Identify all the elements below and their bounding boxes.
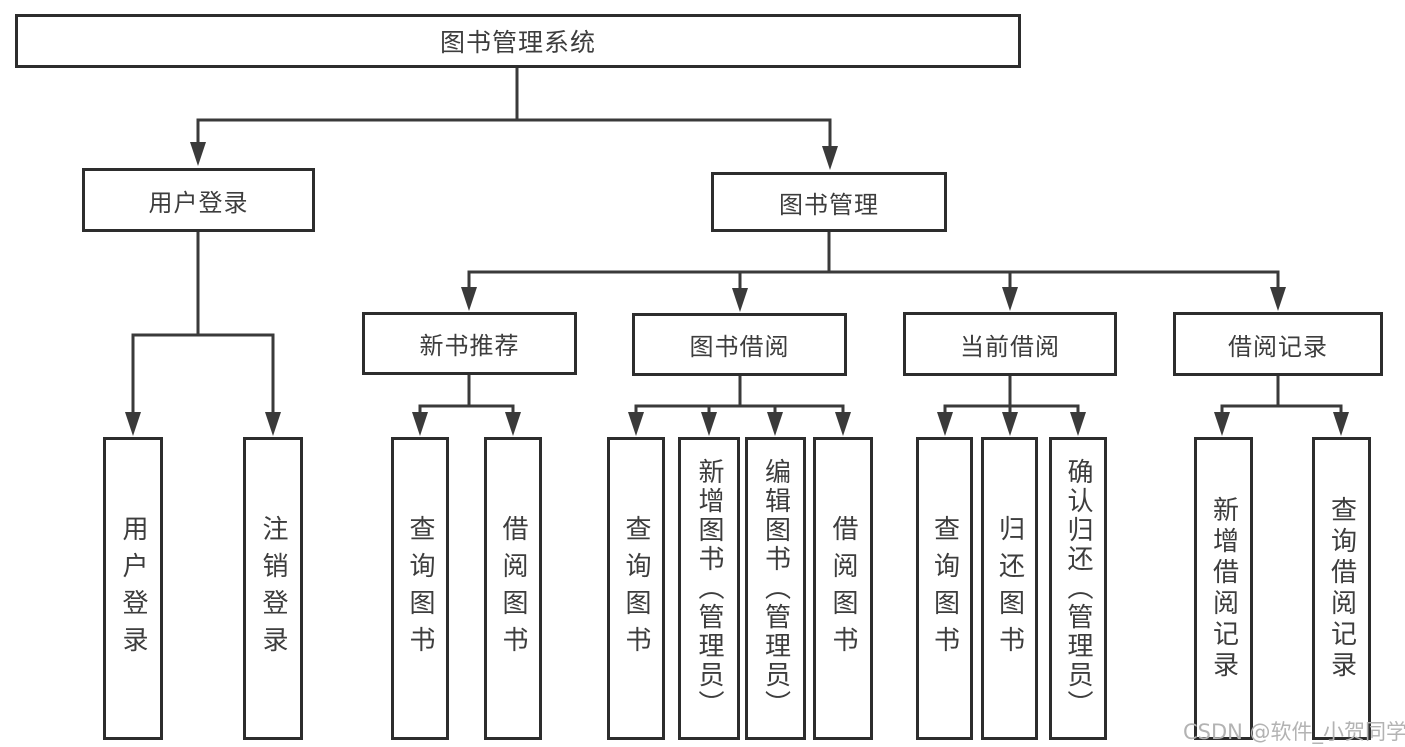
node-user-login-label: 用户登录 xyxy=(148,188,249,217)
leaf-borrow-books: 借阅图书 xyxy=(813,437,873,740)
node-book-borrow-label: 图书借阅 xyxy=(689,333,790,361)
leaf-query-books-current: 查询图书 xyxy=(916,437,973,740)
leaf-label: 新增图书（管理员） xyxy=(694,458,724,719)
leaf-label: 归还图书 xyxy=(994,514,1025,663)
leaf-confirm-return-admin: 确认归还（管理员） xyxy=(1049,437,1107,740)
leaf-label: 注销登录 xyxy=(258,514,288,663)
leaf-label: 借阅图书 xyxy=(828,514,858,663)
leaf-query-books-borrow: 查询图书 xyxy=(607,437,665,740)
leaf-return-books: 归还图书 xyxy=(981,437,1038,740)
leaf-label: 用户登录 xyxy=(118,514,148,663)
node-book-management: 图书管理 xyxy=(711,172,947,232)
node-book-management-label: 图书管理 xyxy=(779,190,879,219)
node-current-borrow: 当前借阅 xyxy=(903,312,1117,376)
watermark: CSDN @软件_小贺同学 xyxy=(1183,720,1405,744)
leaf-label: 确认归还（管理员） xyxy=(1063,458,1093,719)
leaf-label: 查询图书 xyxy=(621,514,651,663)
leaf-label: 编辑图书（管理员） xyxy=(760,458,791,719)
node-current-borrow-label: 当前借阅 xyxy=(960,332,1060,361)
leaf-label: 查询图书 xyxy=(929,514,960,663)
leaf-add-books-admin: 新增图书（管理员） xyxy=(678,437,740,740)
node-root-label: 图书管理系统 xyxy=(439,28,596,57)
leaf-borrow-books-recommend: 借阅图书 xyxy=(484,437,542,740)
node-borrow-records: 借阅记录 xyxy=(1173,312,1383,376)
leaf-label: 新增借阅记录 xyxy=(1208,495,1239,682)
node-new-book-recommend: 新书推荐 xyxy=(362,312,577,375)
node-user-login: 用户登录 xyxy=(82,168,315,232)
node-borrow-records-label: 借阅记录 xyxy=(1228,332,1328,361)
leaf-edit-books-admin: 编辑图书（管理员） xyxy=(745,437,806,740)
leaf-user-login: 用户登录 xyxy=(103,437,163,740)
leaf-add-borrow-record: 新增借阅记录 xyxy=(1194,437,1253,740)
leaf-query-books-recommend: 查询图书 xyxy=(391,437,449,740)
node-root: 图书管理系统 xyxy=(15,14,1021,68)
leaf-query-borrow-record: 查询借阅记录 xyxy=(1312,437,1371,740)
leaf-logout: 注销登录 xyxy=(243,437,303,740)
node-new-book-recommend-label: 新书推荐 xyxy=(419,332,520,360)
leaf-label: 查询借阅记录 xyxy=(1326,495,1357,682)
leaf-label: 查询图书 xyxy=(405,514,435,663)
leaf-label: 借阅图书 xyxy=(498,514,528,663)
node-book-borrow: 图书借阅 xyxy=(632,313,847,376)
